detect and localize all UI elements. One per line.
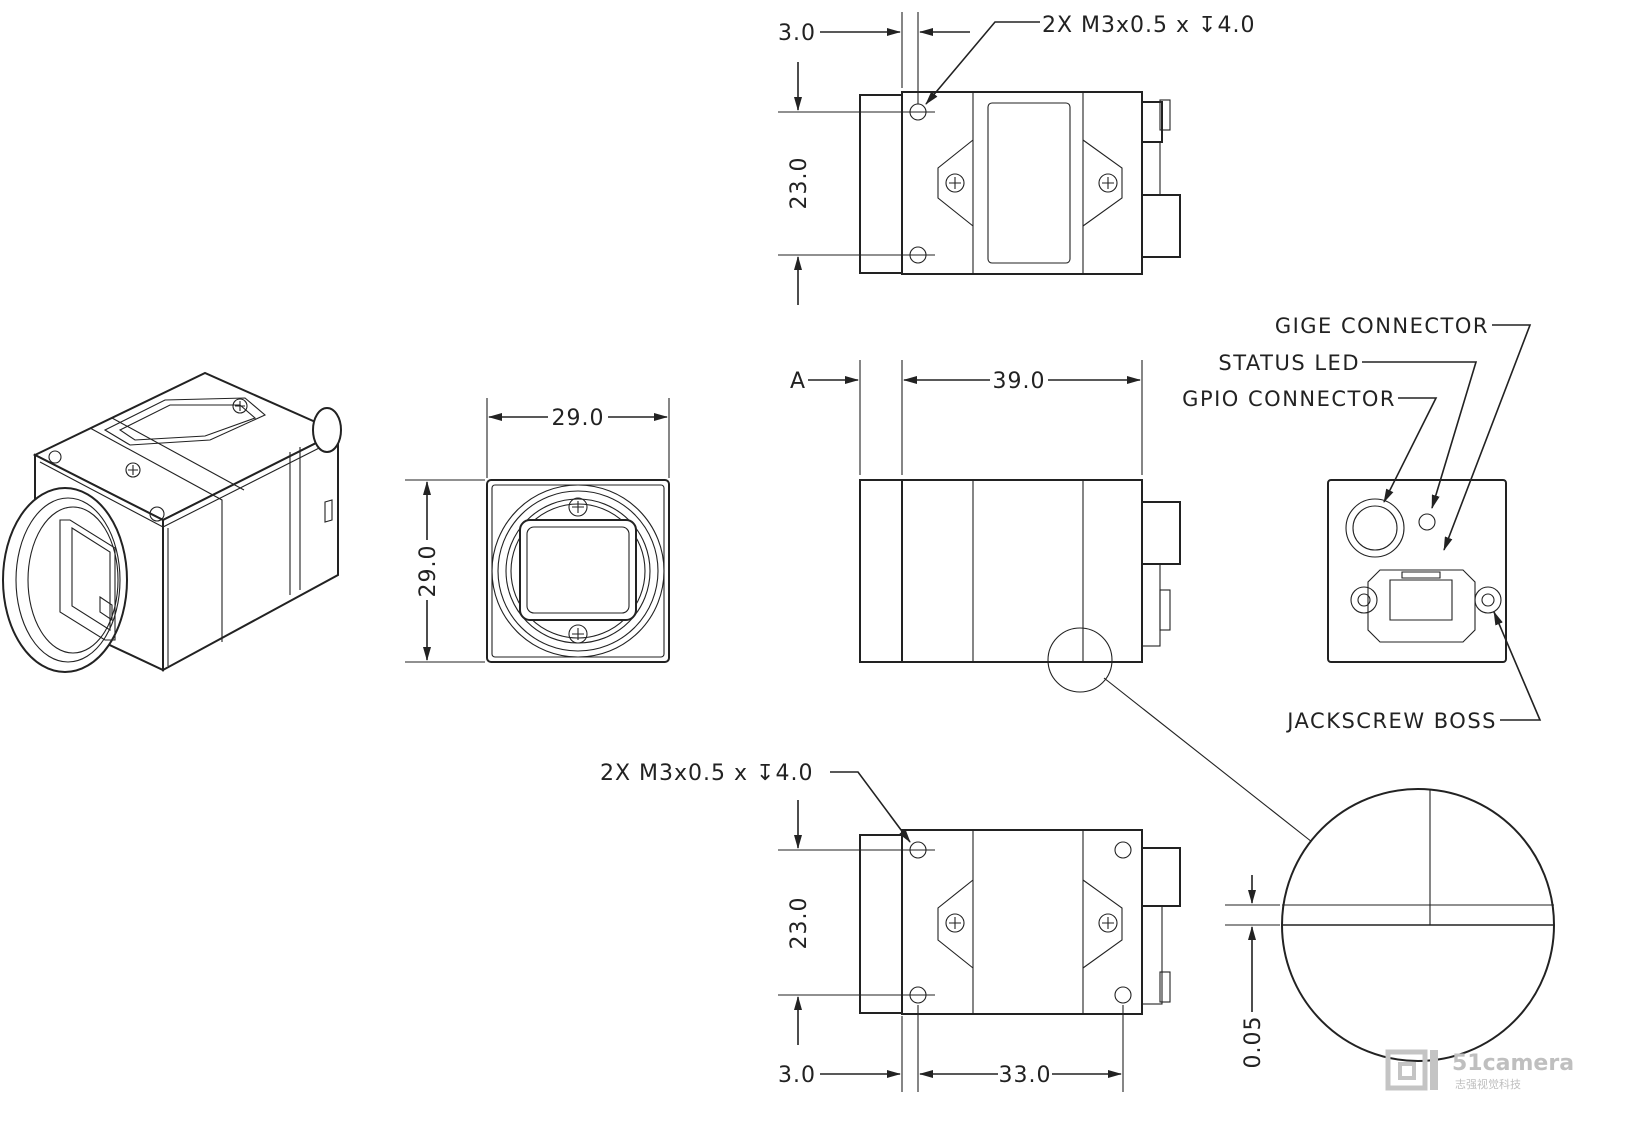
bottom-offset-dim: 3.0 xyxy=(778,1063,816,1088)
gige-label: GIGE CONNECTOR xyxy=(1275,314,1489,338)
front-view xyxy=(486,479,670,663)
front-dimensions xyxy=(405,398,670,663)
top-view xyxy=(859,91,1181,275)
top-height-dim: 23.0 xyxy=(787,157,812,210)
top-callout: 2X M3x0.5 x ↧4.0 xyxy=(1042,13,1255,38)
side-dimensions xyxy=(808,360,1143,475)
side-length-dim: 39.0 xyxy=(993,369,1046,394)
datum-label: A xyxy=(790,369,806,394)
bottom-view xyxy=(859,829,1181,1015)
rear-leaders xyxy=(1362,324,1542,721)
top-offset-dim: 3.0 xyxy=(778,21,816,46)
front-height-dim: 29.0 xyxy=(416,545,441,598)
flatness-dim: 0.05 xyxy=(1241,1016,1266,1069)
bottom-dimensions xyxy=(778,771,1124,1092)
gpio-label: GPIO CONNECTOR xyxy=(1182,387,1396,411)
bottom-height-dim: 23.0 xyxy=(787,897,812,950)
watermark-logo: 51camera 志强视觉科技 xyxy=(1385,1049,1574,1091)
side-view xyxy=(859,479,1181,693)
watermark-brand: 51camera xyxy=(1452,1051,1574,1076)
front-width-dim: 29.0 xyxy=(552,406,605,431)
jackscrew-label: JACKSCREW BOSS xyxy=(1285,709,1497,733)
watermark-sub: 志强视觉科技 xyxy=(1455,1077,1521,1091)
rear-view xyxy=(1327,479,1507,663)
top-dimensions xyxy=(778,12,1040,305)
bottom-callout: 2X M3x0.5 x ↧4.0 xyxy=(600,761,813,786)
bottom-spacing-dim: 33.0 xyxy=(999,1063,1052,1088)
status-led-label: STATUS LED xyxy=(1218,351,1360,375)
detail-view xyxy=(1103,677,1555,1062)
isometric-view xyxy=(2,371,342,673)
